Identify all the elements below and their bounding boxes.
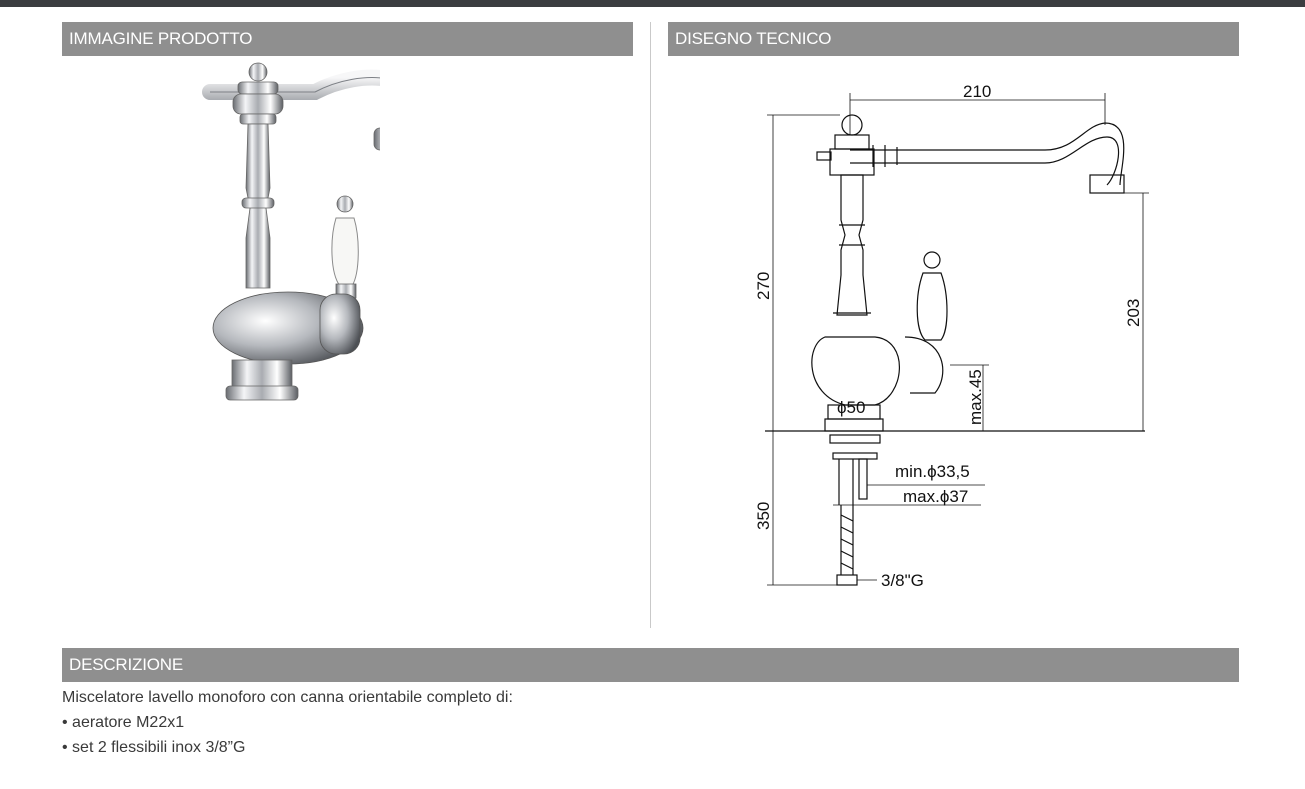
dim-max: max.ϕ37 [903,487,968,506]
product-photo [202,62,380,401]
product-image-header: IMMAGINE PRODOTTO [62,22,633,56]
dim-connection: 3/8"G [881,571,924,590]
dim-min: min.ϕ33,5 [895,462,970,481]
dim-203: 203 [1124,299,1143,327]
description-bullet: • aeratore M22x1 [62,714,185,731]
column-divider [650,22,651,628]
description-header: DESCRIZIONE [62,648,1239,682]
technical-drawing-header: DISEGNO TECNICO [668,22,1239,56]
top-bar [0,0,1305,7]
dim-350: 350 [754,502,773,530]
dim-phi50: ϕ50 [837,398,865,417]
description-intro: Miscelatore lavello monoforo con canna o… [62,689,513,706]
dim-270: 270 [754,272,773,300]
technical-drawing: 210 270 203 max.45 ϕ50 min.ϕ33,5 max.ϕ37… [754,82,1149,590]
dim-max45: max.45 [966,369,985,425]
dim-210: 210 [963,82,991,101]
description-bullet: • set 2 flessibili inox 3/8”G [62,739,246,756]
